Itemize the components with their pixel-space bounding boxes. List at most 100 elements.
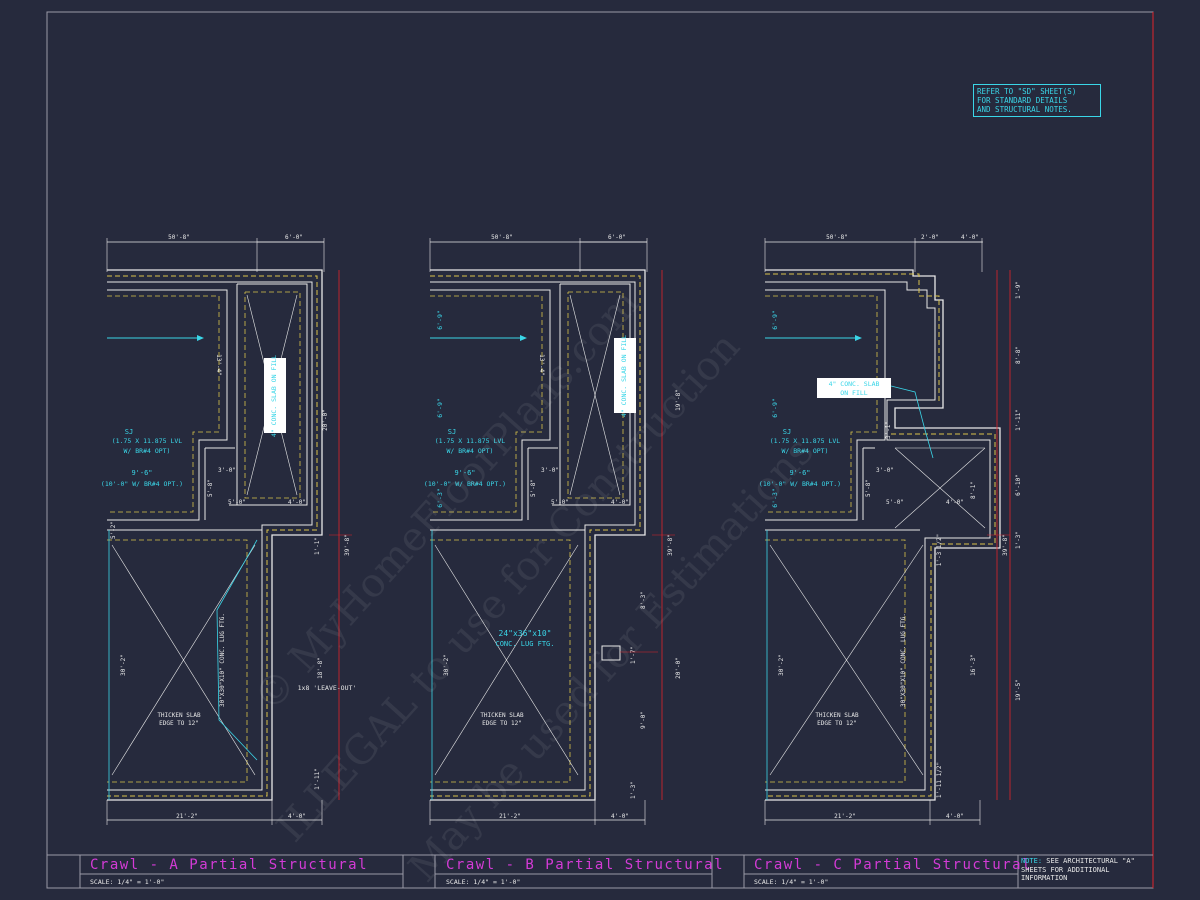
footing-dash: [567, 291, 624, 499]
room-wall: [107, 289, 228, 521]
dimension-mid: 16'-3": [970, 654, 977, 676]
dimension-bottom-left: 21'-2": [834, 813, 856, 820]
dimension-small-b: 5'-8": [865, 479, 872, 497]
thicken-slab-label-2: EDGE TO 12": [159, 720, 199, 727]
slab-cross: [769, 544, 924, 776]
dimension-right-f: 19'-5": [1015, 679, 1022, 701]
slab-cross: [434, 544, 579, 776]
dimension-right-total: 39'-8": [344, 534, 351, 556]
plan-c-title: Crawl - C Partial Structural: [754, 857, 1033, 873]
dimension-right-total: 39'-8": [667, 534, 674, 556]
dimension-small-f: 3'-1": [885, 421, 892, 439]
plan-a-title: Crawl - A Partial Structural: [90, 857, 369, 873]
sj-label: SJ: [783, 428, 791, 436]
dimension-h1: 1'-3 1/2": [936, 534, 943, 567]
dimension-right-c: 1'-11": [1015, 409, 1022, 431]
slab-label-box: [614, 338, 636, 413]
dimension-left-c: 6'-3": [436, 488, 444, 508]
dimension-right-upper: 20'-0": [322, 409, 329, 431]
footing-dash: [430, 539, 571, 783]
dimension-lower-room: 30'-2": [778, 654, 785, 676]
plan-crawl-b: 50'-8"6'-0"21'-2"4'-0"SJ(1.75 X 11.875 L…: [424, 234, 682, 825]
sj-spec-2: W/ BR#4 OPT): [447, 447, 494, 455]
dimension-small-g: 5'-2": [110, 521, 117, 539]
plan-crawl-a: 50'-8"6'-0"21'-2"4'-0"SJ(1.75 X 11.875 L…: [101, 234, 356, 825]
footing-dash: [430, 295, 543, 513]
dimension-small-f: 1'-1": [314, 537, 321, 555]
footing-label: 30"X30"X10" CONC. LUG FTG.: [900, 613, 907, 707]
room-wall: [765, 289, 886, 521]
sj-label: SJ: [448, 428, 456, 436]
slab-cross: [894, 447, 986, 529]
footing-dash: [765, 433, 996, 797]
dimension-right-a: 1'-9": [1015, 281, 1022, 299]
footing-dash: [107, 539, 248, 783]
dimension-mid-d: 1'-3": [630, 781, 637, 799]
footing-dash: [107, 295, 220, 513]
joist-arrow-head: [197, 335, 204, 341]
sj-spec-1: (1.75 X 11.875 LVL: [435, 437, 506, 445]
dimension-bottom-left: 21'-2": [499, 813, 521, 820]
dimension-small-c: 5'-0": [886, 499, 904, 506]
sd-sheet-note: REFER TO "SD" SHEET(S)FOR STANDARD DETAI…: [973, 84, 1101, 117]
footing-dash: [244, 291, 301, 499]
dimension-small-c: 5'-0": [551, 499, 569, 506]
span-label: 9'-6": [454, 469, 475, 477]
dimension-top-mid: 2'-0": [921, 234, 939, 241]
dimension-top-right: 6'-0": [285, 234, 303, 241]
dimension-top-right: 6'-0": [608, 234, 626, 241]
footing-dash: [765, 539, 906, 783]
thicken-slab-label: THICKEN SLAB: [815, 712, 859, 719]
inner-wall: [430, 281, 636, 791]
dimension-mid-a: 8'-3": [640, 591, 647, 609]
joist-arrow-head: [520, 335, 527, 341]
dimension-right-d: 6'-10": [1015, 474, 1022, 496]
outer-wall: [107, 269, 323, 801]
leave-out-label: 1x8 'LEAVE-OUT': [298, 684, 357, 692]
dimension-left-c: 6'-3": [771, 488, 779, 508]
slab-label-2: ON FILL: [840, 389, 867, 397]
thicken-slab-label: THICKEN SLAB: [480, 712, 524, 719]
footing-label-2: CONC. LUG FTG.: [495, 640, 554, 648]
dimension-right-lower: 20'-0": [675, 657, 682, 679]
room-wall: [430, 289, 551, 521]
dimension-bottom-right: 4'-0": [611, 813, 629, 820]
thicken-slab-label: THICKEN SLAB: [157, 712, 201, 719]
plan-crawl-c: 50'-8"2'-0"4'-0"21'-2"4'-0"SJ(1.75 X 11.…: [759, 234, 1022, 825]
slab-cross: [111, 544, 256, 776]
lug-footing: [601, 645, 621, 661]
dimension-small-a: 3'-0": [218, 467, 236, 474]
span-label: 9'-6": [131, 469, 152, 477]
dimension-upper-room: 13'-4": [215, 354, 222, 376]
sj-spec-2: W/ BR#4 OPT): [124, 447, 171, 455]
dimension-small-a: 3'-0": [876, 467, 894, 474]
span-label: 9'-6": [789, 469, 810, 477]
dimension-top-left: 50'-8": [826, 234, 848, 241]
slab-label: 4" CONC. SLAB: [829, 380, 880, 388]
thicken-slab-label-2: EDGE TO 12": [482, 720, 522, 727]
dimension-bottom-right: 4'-0": [946, 813, 964, 820]
sj-spec-1: (1.75 X 11.875 LVL: [112, 437, 183, 445]
dimension-right-e: 1'-3": [1015, 531, 1022, 549]
dimension-top-left: 50'-8": [168, 234, 190, 241]
sj-label: SJ: [125, 428, 133, 436]
span-label-alt: (10'-0" W/ BR#4 OPT.): [759, 480, 841, 488]
slab-label: 4" CONC. SLAB ON FILL: [270, 355, 278, 437]
dimension-left-a: 6'-9": [771, 310, 779, 330]
span-label-alt: (10'-0" W/ BR#4 OPT.): [424, 480, 506, 488]
slab-cross: [569, 294, 621, 496]
dimension-small-b: 5'-8": [530, 479, 537, 497]
thicken-slab-label-2: EDGE TO 12": [817, 720, 857, 727]
dimension-right-total: 39'-8": [1002, 534, 1009, 556]
dimension-small-c: 5'-0": [228, 499, 246, 506]
dimension-right-b: 8'-8": [1015, 346, 1022, 364]
inner-wall: [107, 281, 313, 791]
plan-c-scale: SCALE: 1/4" = 1'-0": [754, 878, 829, 886]
plan-b-scale: SCALE: 1/4" = 1'-0": [446, 878, 521, 886]
slab-leader: [890, 385, 934, 459]
dimension-h2: 1'-11 1/2": [936, 762, 943, 798]
dimension-left-b: 6'-9": [436, 398, 444, 418]
footing-dash: [765, 295, 878, 513]
footing-dash: [430, 275, 641, 797]
footing-dash: [107, 275, 318, 797]
